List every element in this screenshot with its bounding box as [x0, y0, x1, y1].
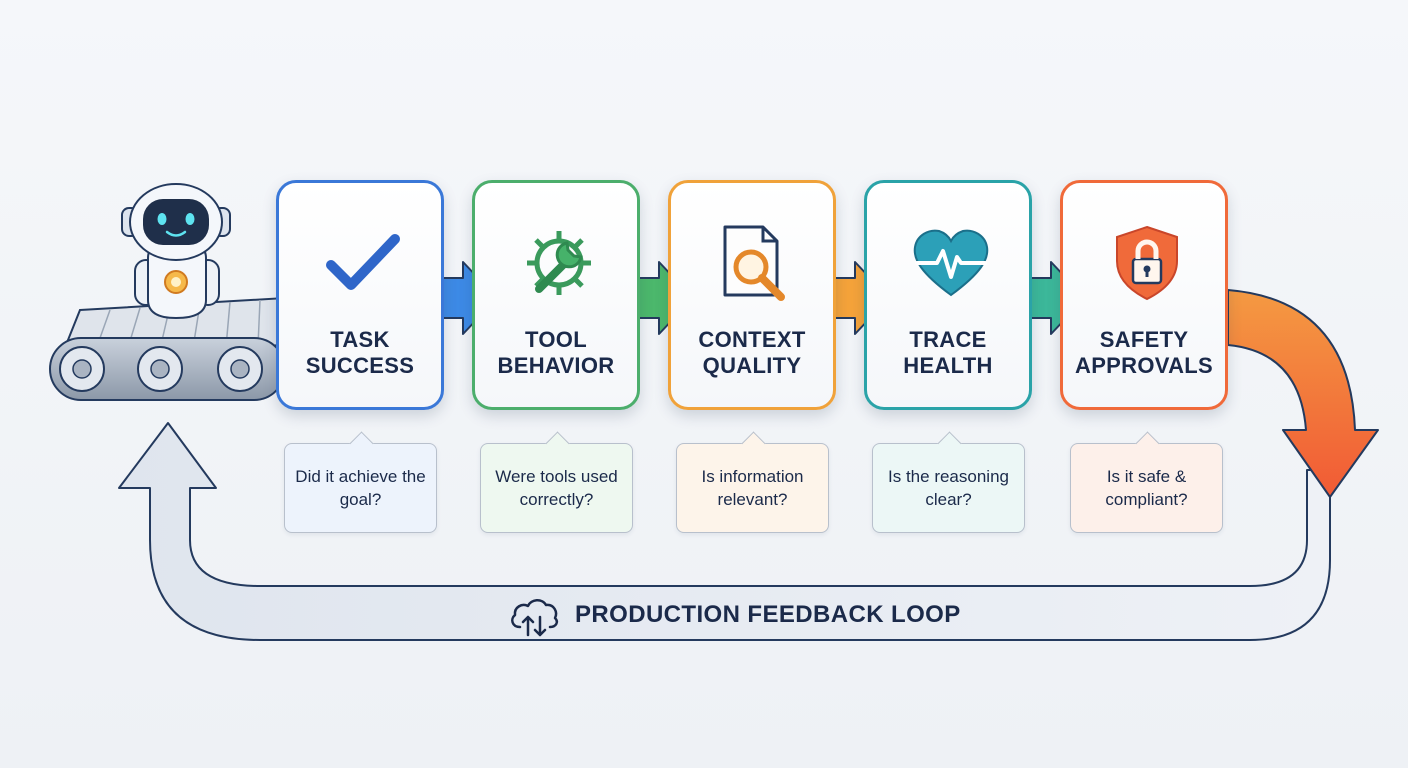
question-bubble-task-success: Did it achieve the goal?: [284, 443, 437, 533]
shield-lock-icon: [1116, 225, 1178, 301]
document-search-icon: [723, 225, 785, 301]
exit-arrow: [1227, 289, 1379, 498]
question-bubble-trace-health: Is the reasoning clear?: [872, 443, 1025, 533]
feedback-loop-label: PRODUCTION FEEDBACK LOOP: [575, 601, 961, 628]
feedback-loop-band: [118, 422, 1331, 641]
robot-icon: [121, 183, 231, 320]
wrench-gear-icon: [527, 231, 591, 295]
question-bubble-safety-approvals: Is it safe & compliant?: [1070, 443, 1223, 533]
question-bubble-context-quality: Is information relevant?: [676, 443, 829, 533]
question-bubble-tool-behavior: Were tools used correctly?: [480, 443, 633, 533]
conveyor-belt: [49, 296, 286, 401]
cloud-sync-icon: [511, 599, 559, 637]
heart-pulse-icon: [913, 229, 989, 297]
checkmark-icon: [326, 234, 400, 290]
